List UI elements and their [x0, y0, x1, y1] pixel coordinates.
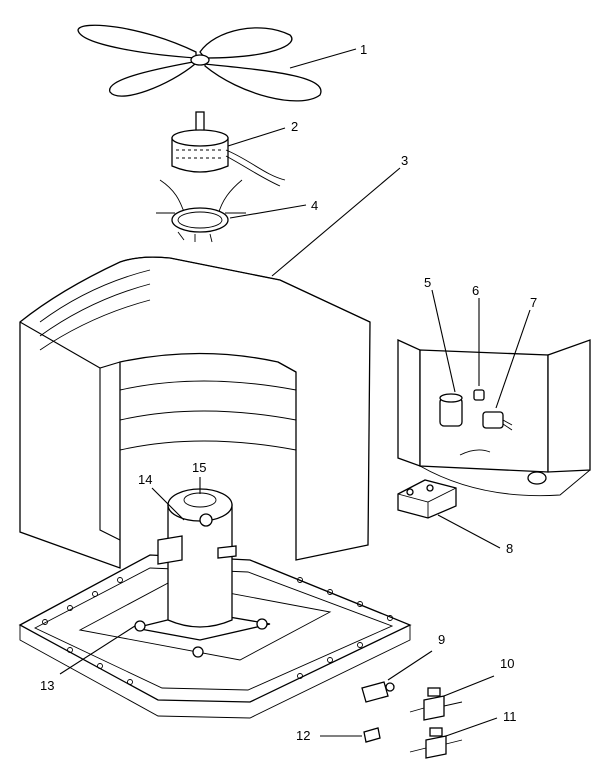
condenser-coil: [19, 167, 401, 569]
callout-label-6: 6: [472, 283, 479, 298]
callout-label-10: 10: [500, 656, 514, 671]
callout-label-5: 5: [424, 275, 431, 290]
callout-label-15: 15: [192, 460, 206, 475]
callout-label-8: 8: [506, 541, 513, 556]
callout-label-14: 14: [138, 472, 152, 487]
compressor: [134, 487, 271, 658]
service-valve-upper: [409, 675, 495, 721]
callout-label-11: 11: [503, 709, 517, 724]
small-part: [473, 298, 485, 401]
callout-label-2: 2: [291, 119, 298, 134]
motor-bracket-ring: [156, 179, 307, 243]
capacitor: [431, 289, 463, 427]
fan-blade: [77, 24, 357, 102]
small-fitting: [320, 727, 381, 743]
callout-label-4: 4: [311, 198, 318, 213]
callout-label-1: 1: [360, 42, 367, 57]
fan-motor: [171, 111, 286, 187]
callout-label-12: 12: [296, 728, 310, 743]
callout-label-13: 13: [40, 678, 54, 693]
contactor: [397, 479, 501, 549]
fitting: [361, 650, 433, 703]
compressor-top: [183, 477, 217, 508]
relay: [482, 309, 531, 431]
callout-label-9: 9: [438, 632, 445, 647]
control-box: [397, 338, 591, 497]
service-valve-lower: [409, 717, 498, 759]
callout-label-7: 7: [530, 295, 537, 310]
callout-label-3: 3: [401, 153, 408, 168]
